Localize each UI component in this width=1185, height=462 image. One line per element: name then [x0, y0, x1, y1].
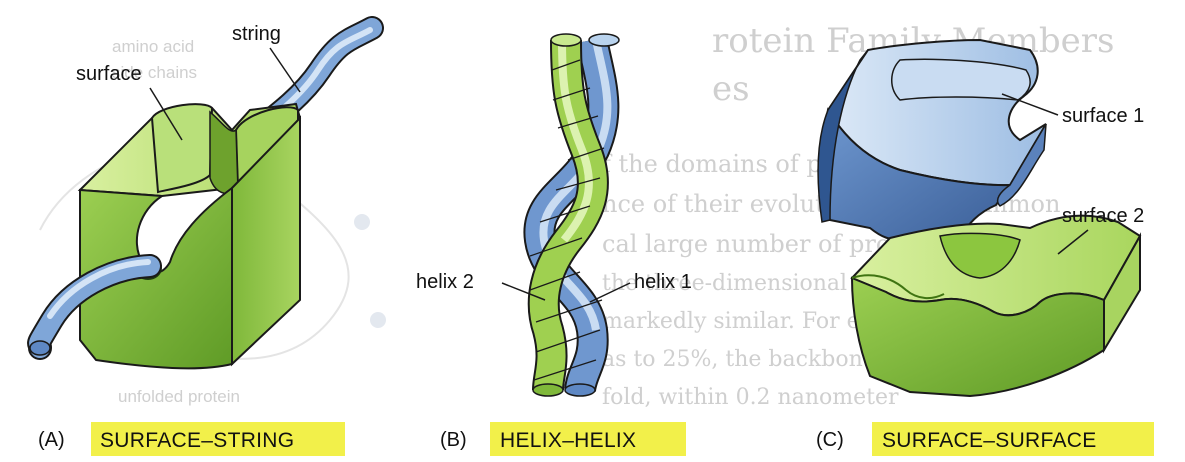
label-helix-1: helix 1	[634, 271, 692, 293]
label-helix-2: helix 2	[416, 271, 474, 293]
background-faint-dot-2	[370, 312, 386, 328]
label-string: string	[232, 23, 281, 45]
background-faint-dot-1	[354, 214, 370, 230]
panel-a-caption: SURFACE–STRING	[100, 429, 294, 452]
helix-1-bottom-cap	[565, 384, 595, 396]
string-end-cap	[30, 341, 50, 355]
helix-2-top-cap	[551, 34, 581, 46]
label-surface-1: surface 1	[1062, 105, 1144, 127]
helix-2-bottom-cap	[533, 384, 563, 396]
panel-c-letter: (C)	[816, 429, 844, 451]
background-small-text-3: unfolded protein	[118, 387, 240, 406]
label-surface-2: surface 2	[1062, 205, 1144, 227]
background-heading-line2: es	[712, 69, 750, 109]
panel-b-caption: HELIX–HELIX	[500, 429, 636, 452]
panel-a-letter: (A)	[38, 429, 65, 451]
label-surface: surface	[76, 63, 142, 85]
surface-left-ridge	[152, 104, 212, 192]
background-small-text-1: amino acid	[112, 37, 194, 56]
panel-b-letter: (B)	[440, 429, 467, 451]
leader-string	[270, 48, 300, 92]
background-body-7: fold, within 0.2 nanometer	[602, 385, 899, 410]
helix-1-top-cap	[589, 34, 619, 46]
panel-c-caption: SURFACE–SURFACE	[882, 429, 1097, 452]
